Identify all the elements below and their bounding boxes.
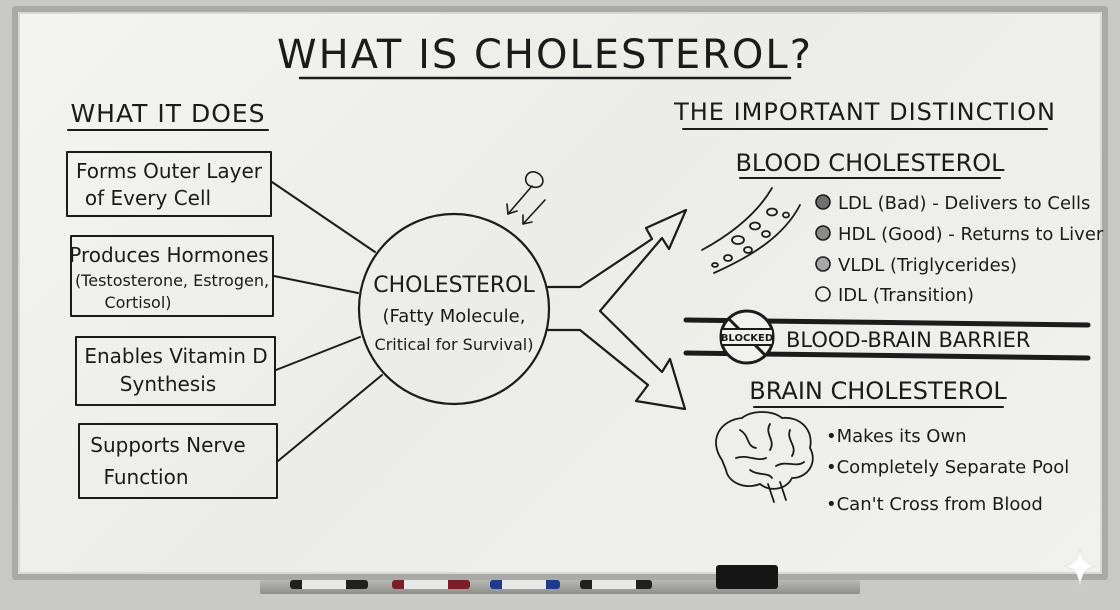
brain-icon (715, 411, 814, 503)
whiteboard (12, 6, 1108, 580)
black-marker[interactable] (290, 580, 368, 589)
function-box-1-line1: Forms Outer Layer (76, 159, 263, 183)
center-sub2: Critical for Survival) (375, 335, 534, 354)
curly-arrow-icon (506, 171, 546, 225)
function-box-2-line2: (Testosterone, Estrogen, (75, 271, 269, 290)
brain-item-2: •Completely Separate Pool (826, 457, 1069, 478)
connector-2 (273, 275, 359, 294)
brain-item-3: •Can't Cross from Blood (826, 494, 1043, 515)
center-label: CHOLESTEROL (373, 273, 535, 298)
red-marker[interactable] (392, 580, 470, 589)
function-box-4-line2: Function (103, 465, 188, 489)
blue-marker[interactable] (490, 580, 560, 589)
connector-1 (271, 181, 376, 253)
vldl-label: VLDL (Triglycerides) (838, 255, 1017, 276)
function-box-3-line1: Enables Vitamin D (84, 344, 267, 368)
split-arrow-icon (546, 208, 688, 411)
function-box-2-line1: Produces Hormones (69, 243, 268, 267)
vldl-item: VLDL (Triglycerides) (815, 255, 1017, 276)
idl-item: IDL (Transition) (815, 285, 974, 306)
connector-4 (277, 374, 383, 462)
blocked-badge: BLOCKED (721, 333, 773, 344)
function-box-2-line3: Cortisol) (104, 293, 171, 312)
hdl-label: HDL (Good) - Returns to Liver (838, 224, 1104, 245)
brain-heading: BRAIN CHOLESTEROL (749, 377, 1007, 405)
hdl-item: HDL (Good) - Returns to Liver (815, 224, 1104, 245)
black-marker-2[interactable] (580, 580, 652, 589)
ldl-item: LDL (Bad) - Delivers to Cells (815, 193, 1090, 214)
function-box-4-line1: Supports Nerve (90, 433, 245, 457)
blocked-sign-icon: BLOCKED (719, 309, 775, 365)
barrier-label: BLOOD-BRAIN BARRIER (786, 328, 1031, 352)
ldl-label: LDL (Bad) - Delivers to Cells (838, 193, 1090, 214)
function-box-3 (75, 336, 276, 406)
center-sub1: (Fatty Molecule, (383, 306, 526, 327)
function-box-3-line2: Synthesis (120, 372, 216, 396)
connector-3 (275, 336, 361, 371)
sparkle-icon (1063, 547, 1097, 585)
blood-vessel-icon (701, 187, 801, 274)
eraser[interactable] (716, 565, 778, 589)
brain-item-1: •Makes its Own (826, 426, 967, 447)
idl-label: IDL (Transition) (838, 285, 974, 306)
blood-heading: BLOOD CHOLESTEROL (735, 149, 1005, 177)
cholesterol-circle (357, 212, 551, 406)
function-box-1 (66, 151, 272, 217)
right-heading: THE IMPORTANT DISTINCTION (673, 98, 1056, 126)
function-box-1-line2: of Every Cell (85, 186, 211, 210)
page-title: WHAT IS CHOLESTEROL? (277, 32, 813, 78)
left-heading: WHAT IT DOES (70, 99, 265, 128)
